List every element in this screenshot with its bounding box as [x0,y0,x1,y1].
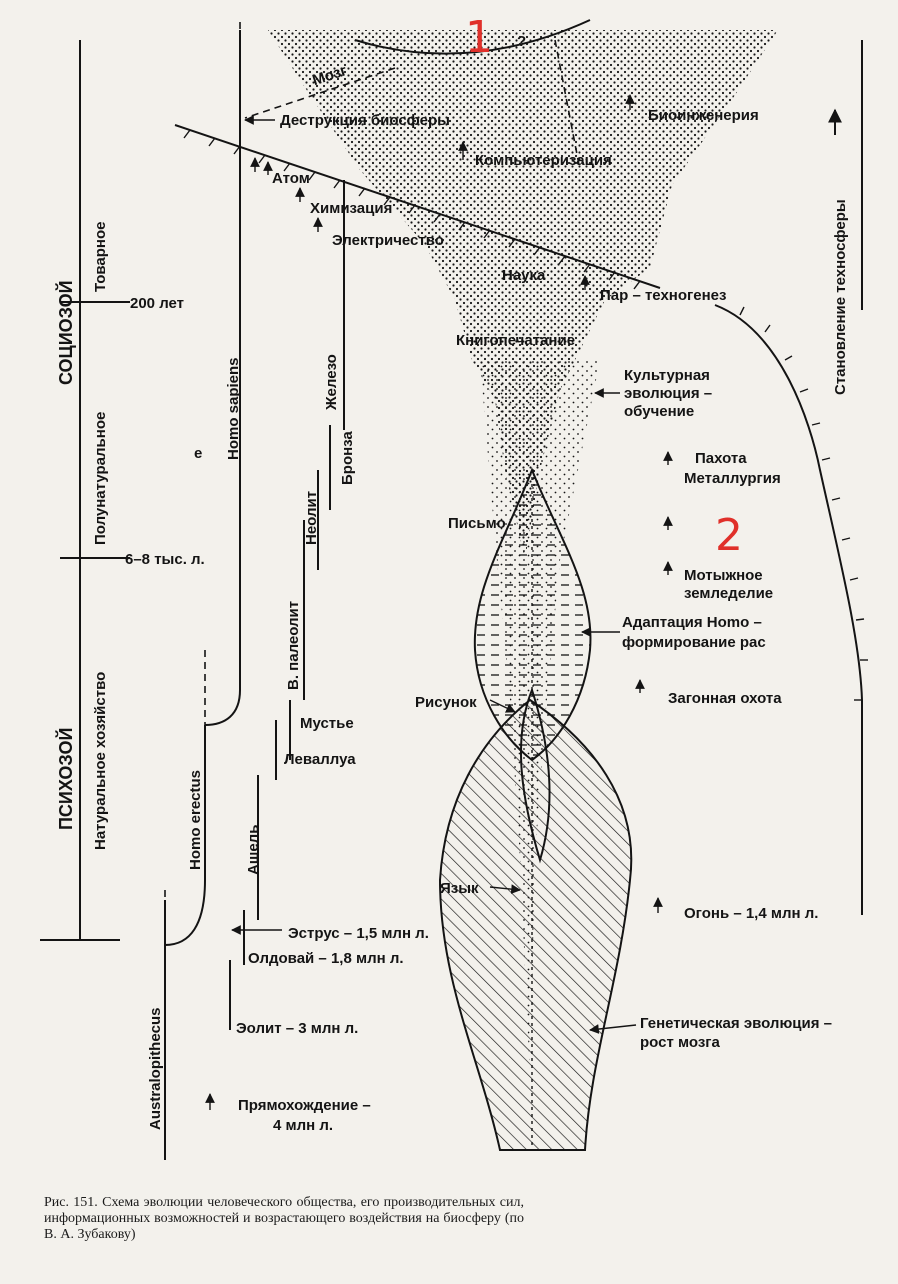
semi-natural-label: Полунатуральное [92,412,109,545]
hoe-farming-label-2: земледелие [684,585,773,602]
years-200-label: 200 лет [130,295,184,312]
stage-bars [229,180,345,1030]
cultural-evolution-label-3: обучение [624,403,694,420]
fire-label: Огонь – 1,4 млн л. [684,905,818,922]
technosphere-label: Становление техносферы [832,199,849,395]
electricity-label: Электричество [332,232,444,249]
neolithic-label: Неолит [303,491,320,545]
event-arrows [205,94,673,1110]
technosphere-curve [714,304,868,915]
adaptation-label-2: формирование рас [622,634,766,651]
metallurgy-label: Металлургия [684,470,781,487]
genetic-evolution-spindle [438,698,633,1151]
cultural-evolution-label-1: Культурная [624,367,710,384]
annotation-1: 1 [465,12,493,63]
bioengineering-label: Биоинженерия [648,107,759,124]
atom-label: Атом [272,170,310,187]
figure-caption: Рис. 151. Схема эволюции человеческого о… [44,1195,524,1242]
cultural-evolution-label-2: эволюция – [624,385,712,402]
genetic-evolution-label-1: Генетическая эволюция – [640,1015,832,1032]
bronze-label: Бронза [339,431,356,485]
homo-sapiens-label: Homo sapiens [225,357,242,460]
science-label: Наука [502,267,546,284]
genetic-evolution-label-2: рост мозга [640,1034,721,1051]
computerization-label: Компьютеризация [475,152,612,169]
upright-walking-label-2: 4 млн л. [273,1117,333,1134]
chemicalization-label: Химизация [310,200,392,217]
iron-label: Железо [323,354,340,411]
upper-paleolithic-label: В. палеолит [285,601,302,690]
drawing-label: Рисунок [415,694,477,711]
brain-arrow-right [554,39,581,171]
book-printing-label: Книгопечатание [456,332,575,349]
estrus-label: Эструс – 1,5 млн л. [288,925,429,942]
australopithecus-label: Australopithecus [147,1007,164,1130]
brain-curve [354,19,591,55]
years-6-8k-label: 6–8 тыс. л. [125,551,205,568]
annotation-2: 2 [715,510,743,561]
steam-technogenesis-label: Пар – техногенез [600,287,726,304]
upright-walking-label-1: Прямохождение – [238,1097,371,1114]
drawing-lens [520,687,551,864]
commodity-label: Товарное [92,222,109,292]
hominid-lineages [164,22,241,1160]
eolith-label: Эолит – 3 млн л. [236,1020,358,1037]
driven-hunt-label: Загонная охота [668,690,782,707]
acheulean-label: Ашель [245,825,262,875]
olduvai-label: Олдовай – 1,8 млн л. [248,950,404,967]
writing-label: Письмо [448,515,506,532]
psychozoic-label: ПСИХОЗОЙ [55,728,76,830]
hoe-farming-label-1: Мотыжное [684,567,763,584]
natural-economy-label: Натуральное хозяйство [92,672,109,850]
biosphere-destruction-label: Деструкция биосферы [280,112,450,129]
homo-erectus-label: Homo erectus [187,770,204,870]
language-label: Язык [440,880,479,897]
levallois-label: Леваллуа [284,751,356,768]
e-label: е [194,445,202,462]
sociozoic-label: СОЦИОЗОЙ [55,280,76,385]
brain-arrow-left [244,67,396,119]
question-label: ? [517,33,526,50]
cultural-funnel [268,30,778,560]
mousterian-label: Мустье [300,715,354,732]
time-axis [40,40,130,941]
adaptation-label-1: Адаптация Homo – [622,614,762,631]
plowing-label: Пахота [695,450,747,467]
technogenesis-line [174,124,661,290]
